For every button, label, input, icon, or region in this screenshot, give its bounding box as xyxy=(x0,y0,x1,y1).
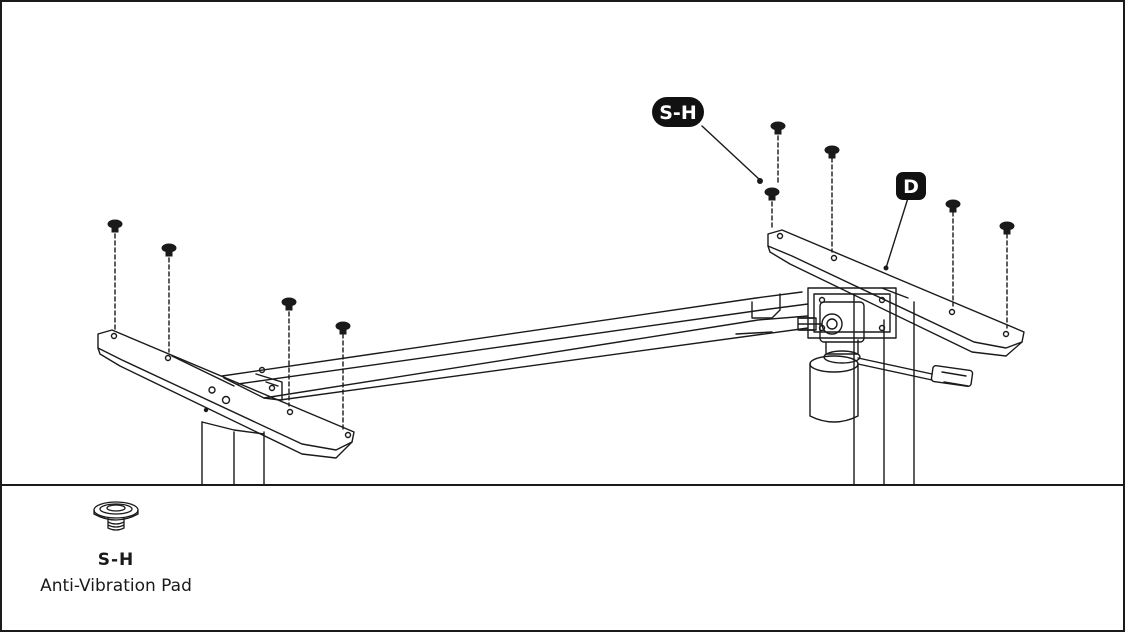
panel-divider xyxy=(2,484,1123,486)
right-bracket xyxy=(767,229,1025,357)
pads xyxy=(107,121,1015,335)
callout-badge-d: D xyxy=(896,172,926,200)
right-leg-column xyxy=(853,293,915,485)
parts-legend: S-H Anti-Vibration Pad xyxy=(2,486,1123,630)
assembly-diagram: S-H D xyxy=(2,2,1123,485)
part-name: Anti-Vibration Pad xyxy=(40,576,192,596)
callout-leader-d xyxy=(885,197,909,269)
anti-vibration-pad-icon xyxy=(999,221,1015,235)
anti-vibration-pad-icon xyxy=(824,145,840,159)
anti-vibration-pad-icon xyxy=(107,219,123,233)
callout-dot-d xyxy=(883,265,889,271)
anti-vibration-pad-icon xyxy=(335,321,351,335)
anti-vibration-pad-icon xyxy=(945,199,961,213)
callout-dot-sh xyxy=(757,178,763,184)
callout-label-sh: S-H xyxy=(659,102,696,124)
crossbar xyxy=(221,291,809,401)
callout-leader-sh xyxy=(701,125,761,181)
anti-vibration-pad-icon xyxy=(161,243,177,257)
part-code: S-H xyxy=(97,550,135,570)
left-leg-column xyxy=(201,421,265,485)
motor-housing xyxy=(797,287,974,423)
anti-vibration-pad-icon xyxy=(764,187,780,201)
assembly-illustration: S-H D xyxy=(97,97,1025,485)
callout-badge-sh: S-H xyxy=(652,97,704,127)
anti-vibration-pad-icon xyxy=(281,297,297,311)
guide-lines xyxy=(114,135,1008,431)
anti-vibration-pad-icon xyxy=(93,501,139,531)
left-bracket xyxy=(97,329,355,459)
callout-label-d: D xyxy=(903,176,919,198)
anti-vibration-pad-icon xyxy=(770,121,786,135)
part-item: S-H Anti-Vibration Pad xyxy=(26,496,206,596)
